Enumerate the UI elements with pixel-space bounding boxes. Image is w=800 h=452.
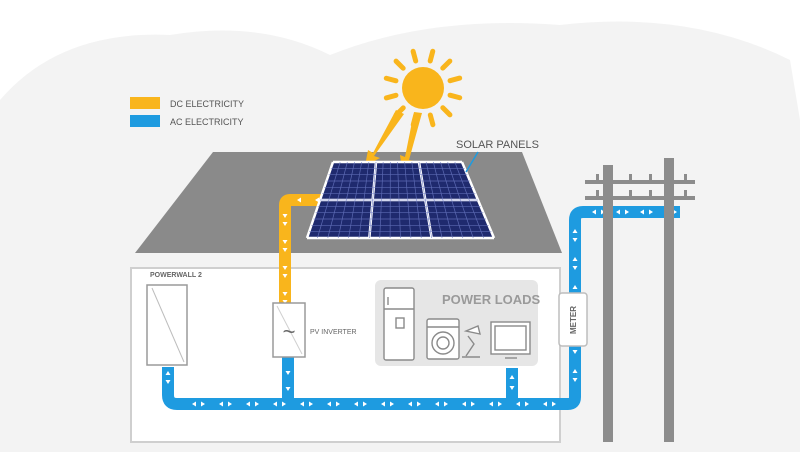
flow-arrow: [390, 401, 394, 407]
flow-arrow: [282, 222, 288, 226]
flow-arrow: [285, 387, 291, 391]
sun-ray: [447, 75, 463, 84]
ac-cable: [162, 206, 680, 410]
flow-arrow: [282, 266, 288, 270]
flow-arrow: [572, 229, 578, 233]
flow-arrow: [282, 214, 288, 218]
sun-ray: [393, 58, 406, 71]
flow-arrow: [625, 209, 629, 215]
solar-panels: [305, 160, 496, 240]
desk-lamp-icon: [462, 325, 481, 358]
flow-arrow: [297, 197, 301, 203]
powerwall-label: POWERWALL 2: [150, 272, 202, 279]
sun-ray: [383, 75, 399, 84]
flow-arrow: [273, 401, 277, 407]
sun-ray: [427, 112, 436, 128]
powerwall: [146, 284, 188, 366]
flow-arrow: [201, 401, 205, 407]
flow-arrow: [489, 401, 493, 407]
sun-ray: [410, 48, 419, 64]
flow-arrow: [417, 401, 421, 407]
flow-arrow: [165, 380, 171, 384]
flow-arrow: [435, 401, 439, 407]
flow-arrow: [471, 401, 475, 407]
sun-icon: [383, 48, 463, 128]
flow-arrow: [192, 401, 196, 407]
meter: METER: [558, 292, 588, 347]
flow-arrow: [592, 209, 596, 215]
meter-label: METER: [569, 306, 578, 334]
flow-arrow: [572, 285, 578, 289]
flow-arrow: [525, 401, 529, 407]
utility-poles: [585, 158, 695, 442]
flow-arrow: [543, 401, 547, 407]
flow-arrow: [255, 401, 259, 407]
flow-arrow: [354, 401, 358, 407]
flow-arrow: [498, 401, 502, 407]
refrigerator-icon: [383, 287, 415, 361]
legend-dc-swatch: [130, 97, 160, 109]
flow-arrow: [219, 401, 223, 407]
pv-inverter: [272, 302, 306, 358]
flow-arrow: [285, 371, 291, 375]
flow-arrow: [640, 209, 644, 215]
flow-arrow: [572, 238, 578, 242]
solar-panels-label: SOLAR PANELS: [456, 139, 539, 151]
legend: DC ELECTRICITY AC ELECTRICITY: [130, 97, 244, 127]
sun-ray: [447, 92, 463, 101]
flow-arrow: [282, 248, 288, 252]
flow-arrow: [309, 401, 313, 407]
flow-arrow: [282, 240, 288, 244]
sunlight-arrows: [365, 110, 422, 170]
power-loads-label: POWER LOADS: [442, 292, 541, 307]
flow-arrow: [336, 401, 340, 407]
flow-arrow: [315, 197, 319, 203]
sun-ray: [440, 58, 453, 71]
legend-dc-label: DC ELECTRICITY: [170, 99, 244, 109]
television-icon: [490, 321, 531, 359]
flow-arrow: [516, 401, 520, 407]
flow-arrow: [649, 209, 653, 215]
flow-arrow: [363, 401, 367, 407]
flow-arrow: [572, 350, 578, 354]
flow-arrow: [552, 401, 556, 407]
flow-arrow: [228, 401, 232, 407]
flow-arrow: [282, 292, 288, 296]
pv-inverter-label: PV INVERTER: [310, 329, 357, 336]
flow-arrow: [282, 300, 288, 304]
flow-arrow: [408, 401, 412, 407]
legend-ac-label: AC ELECTRICITY: [170, 117, 244, 127]
flow-arrow: [572, 378, 578, 382]
flow-arrow: [246, 401, 250, 407]
inverter-symbol: ~: [283, 319, 296, 344]
sun-ray: [383, 92, 399, 101]
legend-ac-swatch: [130, 115, 160, 127]
flow-arrow: [462, 401, 466, 407]
solar-panels-leader: [465, 151, 479, 173]
flow-arrow: [381, 401, 385, 407]
dc-cable: [279, 194, 336, 305]
flow-arrow: [282, 401, 286, 407]
flow-arrow: [572, 266, 578, 270]
flow-arrow: [616, 209, 620, 215]
flow-arrow: [282, 274, 288, 278]
flow-arrow: [572, 257, 578, 261]
flow-arrow: [300, 401, 304, 407]
sun-ray: [427, 48, 436, 64]
washing-machine-icon: [426, 318, 460, 360]
flow-arrow: [327, 401, 331, 407]
flow-arrow: [509, 375, 515, 379]
flow-arrow: [444, 401, 448, 407]
flow-arrow: [165, 371, 171, 375]
flow-arrow: [509, 386, 515, 390]
sun-ray: [440, 105, 453, 118]
flow-arrow: [572, 369, 578, 373]
